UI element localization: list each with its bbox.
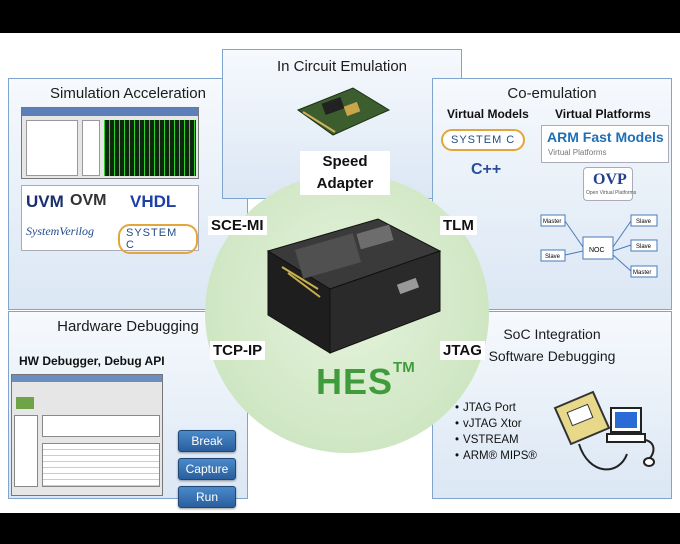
sce-mi-label: SCE-MI <box>208 216 267 235</box>
tlm-label: TLM <box>440 216 477 235</box>
uvm-logo: UVM <box>26 192 64 211</box>
noc-label: NOC <box>589 247 605 254</box>
panel-title-line-2: Software Debugging <box>488 348 616 364</box>
panel-hardware-debugging: Hardware Debugging HW Debugger, Debug AP… <box>8 311 248 508</box>
noc-slave-left: Slave <box>545 254 561 260</box>
jtag-label: JTAG <box>440 341 485 360</box>
list-item: ARM® MIPS® <box>455 448 537 464</box>
systemc-logo: SYSTEM C <box>441 129 526 151</box>
speed-adapter-label: Speed Adapter <box>300 151 390 195</box>
list-item: VSTREAM <box>455 432 537 448</box>
ovp-logo: OVP Open Virtual Platforms <box>583 167 636 201</box>
jtag-probe-computer-image <box>553 390 655 471</box>
hes-brand: HESTM <box>316 358 415 402</box>
arm-fast-models-logo: ARM Fast Models Virtual Platforms <box>541 125 669 163</box>
vhdl-logo: VHDL <box>130 192 177 211</box>
hw-debugger-subtitle: HW Debugger, Debug API <box>19 354 165 368</box>
noc-slave-right-1: Slave <box>636 219 652 225</box>
noc-master-right: Master <box>633 270 651 276</box>
panel-title: Hardware Debugging <box>57 318 199 335</box>
cpp-logo: C++ <box>471 161 502 178</box>
panel-title: Simulation Acceleration <box>50 85 206 102</box>
language-logos: UVM OVM VHDL SystemVerilog SYSTEM C <box>21 185 199 254</box>
panel-simulation-acceleration: Simulation Acceleration UVM OVM VHDL Sys… <box>8 78 248 310</box>
list-item: vJTAG Xtor <box>455 416 537 432</box>
soc-bullet-list: JTAG Port vJTAG Xtor VSTREAM ARM® MIPS® <box>455 400 537 464</box>
panel-co-emulation: Co-emulation Virtual Models Virtual Plat… <box>432 78 672 310</box>
panel-title: Co-emulation <box>507 85 597 102</box>
panel-title-line-1: SoC Integration <box>503 326 601 342</box>
debugger-screenshot <box>11 374 163 496</box>
panel-title: In Circuit Emulation <box>276 58 408 75</box>
capture-button[interactable]: Capture <box>178 458 236 480</box>
noc-diagram: NOC Master Slave Slave Slave Master <box>540 214 658 278</box>
ovm-logo: OVM <box>70 192 107 209</box>
list-item: JTAG Port <box>455 400 537 416</box>
virtual-models-label: Virtual Models <box>447 107 529 121</box>
hes-hardware-chassis <box>266 218 442 354</box>
tcp-ip-label: TCP-IP <box>210 341 266 360</box>
virtual-platforms-label: Virtual Platforms <box>555 107 651 121</box>
noc-slave-right-2: Slave <box>636 244 652 250</box>
noc-master-left: Master <box>543 219 561 225</box>
break-button[interactable]: Break <box>178 430 236 452</box>
diagram-canvas: Simulation Acceleration UVM OVM VHDL Sys… <box>0 33 680 513</box>
systemc-logo: SYSTEM C <box>118 224 198 254</box>
systemverilog-logo: SystemVerilog <box>26 224 94 238</box>
emulation-board-image <box>296 87 391 136</box>
run-button[interactable]: Run <box>178 486 236 508</box>
simulator-screenshot <box>21 107 199 179</box>
